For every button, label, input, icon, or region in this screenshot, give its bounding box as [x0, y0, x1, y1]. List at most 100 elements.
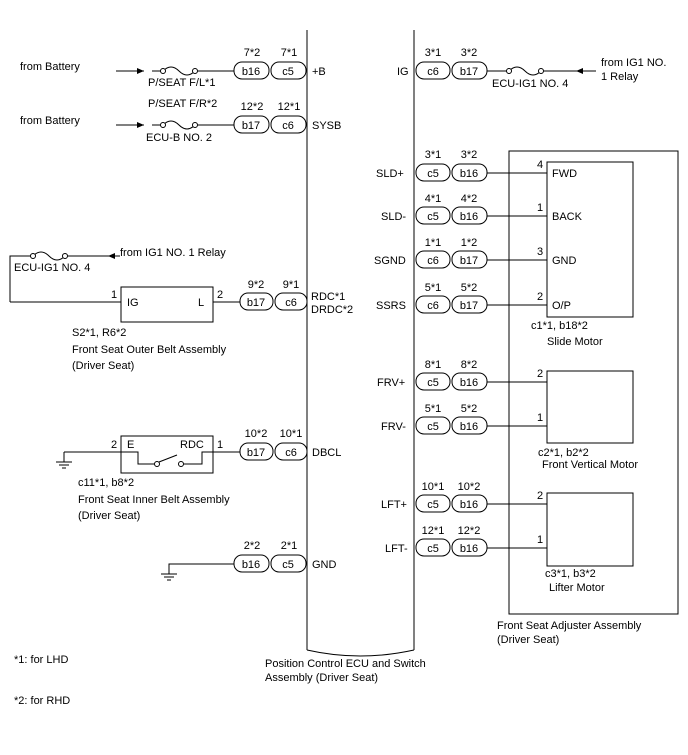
terminal-label: SGND	[374, 255, 406, 267]
pin-label: 3*2	[461, 149, 478, 161]
pin-label: 10*2	[245, 428, 268, 440]
connection-lft-plus: LFT+ c5 b16 10*1 10*2 2	[381, 481, 547, 513]
component-name: (Driver Seat)	[497, 634, 559, 646]
connector-pill	[270, 554, 307, 573]
connector-codes: c3*1, b3*2	[545, 568, 596, 580]
terminal-label: E	[127, 439, 134, 451]
terminal-label: LFT+	[381, 499, 407, 511]
inner-belt-box	[120, 435, 214, 474]
connector-pill	[239, 292, 274, 311]
terminal-label: LFT-	[385, 543, 408, 555]
connection-plus-b: from Battery P/SEAT F/L*1 b16 c5 7*2 7*1…	[20, 47, 326, 89]
terminal-label: FRV-	[381, 421, 406, 433]
footnote-lhd: *1: for LHD	[14, 654, 68, 666]
connector-pill	[415, 372, 451, 391]
terminal-label: SYSB	[312, 120, 341, 132]
connector-label: c6	[285, 447, 297, 459]
connector-codes: S2*1, R6*2	[72, 327, 126, 339]
connector-label: c5	[427, 499, 439, 511]
connector-pill	[415, 61, 451, 80]
pin-label: 3	[537, 246, 543, 258]
connector-codes: c2*1, b2*2	[538, 447, 589, 459]
connector-pill	[270, 115, 307, 134]
connector-pill	[415, 538, 451, 557]
connector-pill	[415, 206, 451, 225]
source-label: 1 Relay	[601, 71, 639, 83]
connection-ssrs: SSRS c6 b17 5*1 5*2 2 O/P	[376, 282, 571, 314]
terminal-label: O/P	[552, 300, 571, 312]
terminal-label: SSRS	[376, 300, 406, 312]
fuse-icon	[162, 66, 196, 76]
ecu-body	[306, 30, 415, 657]
fuse-label: P/SEAT F/L*1	[148, 77, 215, 89]
terminal-label: RDC	[180, 439, 204, 451]
inner-belt-assembly: 2 1 E RDC c11*1, b8*2 Front Seat Inner B…	[56, 435, 240, 522]
component-name: Front Seat Inner Belt Assembly	[78, 494, 230, 506]
pin-label: 12*2	[458, 525, 481, 537]
connector-label: c6	[282, 120, 294, 132]
connector-label: c5	[427, 421, 439, 433]
connector-label: c5	[282, 66, 294, 78]
connector-label: c5	[427, 377, 439, 389]
connector-label: b17	[460, 300, 478, 312]
slide-motor-box	[546, 161, 634, 318]
outer-belt-assembly: from IG1 NO. 1 Relay ECU-IG1 NO. 4 1 2 I…	[9, 247, 240, 372]
connector-label: b17	[242, 120, 260, 132]
connector-label: c5	[282, 559, 294, 571]
pin-label: 2	[537, 490, 543, 502]
connector-pill	[415, 250, 451, 269]
lifter-motor-box	[546, 492, 634, 567]
front-vertical-motor-box	[546, 370, 634, 444]
terminal-label: SLD+	[376, 168, 404, 180]
connector-label: b17	[247, 297, 265, 309]
connector-label: b16	[460, 421, 478, 433]
connection-sld-plus: SLD+ c5 b16 3*1 3*2 4 FWD	[376, 149, 577, 182]
connection-rdc: b17 c6 9*2 9*1 RDC*1 DRDC*2	[239, 279, 353, 316]
terminal-label: SLD-	[381, 211, 406, 223]
connector-pill	[274, 292, 308, 311]
pin-label: 4*2	[461, 193, 478, 205]
pin-label: 10*1	[280, 428, 303, 440]
pin-label: 2	[111, 439, 117, 451]
connector-label: b16	[460, 377, 478, 389]
terminal-label: DRDC*2	[311, 304, 353, 316]
pin-label: 2*1	[281, 540, 298, 552]
source-label: from Battery	[20, 61, 80, 73]
component-name: Slide Motor	[547, 336, 603, 348]
connection-frv-plus: FRV+ c5 b16 8*1 8*2 2	[377, 359, 547, 391]
terminal-label: RDC*1	[311, 291, 345, 303]
connector-label: b16	[460, 168, 478, 180]
connector-label: c6	[427, 300, 439, 312]
source-label: from Battery	[20, 115, 80, 127]
pin-label: 1*2	[461, 237, 478, 249]
pin-label: 1	[111, 289, 117, 301]
component-name: Front Seat Adjuster Assembly	[497, 620, 642, 632]
pin-label: 8*2	[461, 359, 478, 371]
pin-label: 1	[217, 439, 223, 451]
pin-label: 1	[537, 534, 543, 546]
connection-frv-minus: FRV- c5 b16 5*1 5*2 1	[381, 403, 547, 435]
connector-label: c5	[427, 211, 439, 223]
ecu-label-line2: Assembly (Driver Seat)	[265, 672, 378, 684]
connection-lft-minus: LFT- c5 b16 12*1 12*2 1	[385, 525, 547, 557]
connector-label: b16	[460, 211, 478, 223]
connector-label: b16	[242, 559, 260, 571]
connection-gnd: b16 c5 2*2 2*1 GND	[161, 540, 337, 581]
connector-label: b16	[242, 66, 260, 78]
pin-label: 9*1	[283, 279, 300, 291]
connector-label: c6	[427, 66, 439, 78]
outer-belt-box	[120, 286, 214, 323]
pin-label: 7*1	[281, 47, 298, 59]
terminal-label: FWD	[552, 168, 577, 180]
connector-label: c6	[427, 255, 439, 267]
fuse-icon	[162, 120, 196, 130]
pin-label: 2	[537, 291, 543, 303]
pin-label: 2*2	[244, 540, 261, 552]
connection-dbcl: b17 c6 10*2 10*1 DBCL	[239, 428, 341, 461]
connector-pill	[415, 295, 451, 314]
pin-label: 3*1	[425, 149, 442, 161]
pin-label: 8*1	[425, 359, 442, 371]
pin-label: 12*1	[278, 101, 301, 113]
component-name: Front Seat Outer Belt Assembly	[72, 344, 227, 356]
pin-label: 10*2	[458, 481, 481, 493]
